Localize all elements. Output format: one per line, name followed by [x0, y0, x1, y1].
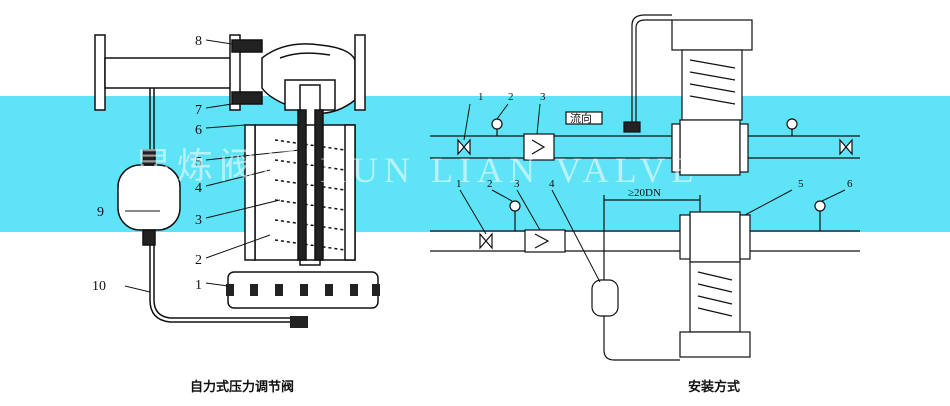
bottom-callout-3: 3	[514, 178, 520, 190]
callout-7: 7	[195, 103, 202, 118]
callout-9: 9	[97, 205, 104, 220]
bottom-callout-6: 6	[847, 178, 853, 190]
callout-8: 8	[195, 34, 202, 49]
right-callout-leaders	[459, 103, 846, 283]
callout-4: 4	[195, 181, 202, 196]
bottom-callout-5: 5	[798, 178, 804, 190]
watermark-cn: 昆炼阀门	[135, 146, 303, 186]
top-callout-1: 1	[478, 91, 484, 103]
bottom-callout-2: 2	[487, 178, 493, 190]
callout-1: 1	[195, 278, 202, 293]
callout-10: 10	[92, 279, 106, 294]
bottom-callout-1: 1	[456, 178, 462, 190]
watermark-en: KUN LIAN VALVE	[320, 150, 699, 190]
top-callout-2: 2	[508, 91, 514, 103]
watermark: 昆炼阀门 KUN LIAN VALVE	[135, 146, 699, 190]
callout-3: 3	[195, 213, 202, 228]
callout-6: 6	[195, 123, 202, 138]
right-callout-numbers: 1 2 3 1 2 3 4 5 6 ≥20DN 流向	[456, 91, 853, 199]
left-callout-leaders	[124, 39, 301, 293]
flow-tag: 流向	[570, 111, 592, 125]
dimension-label: ≥20DN	[628, 187, 661, 199]
regulator-valve-diagram	[94, 34, 380, 328]
left-callout-numbers: 8 7 6 5 4 3 2 1 9 10	[92, 34, 202, 294]
right-diagram-caption: 安装方式	[688, 380, 741, 395]
bottom-callout-4: 4	[549, 178, 555, 190]
top-callout-3: 3	[540, 91, 546, 103]
callout-2: 2	[195, 253, 202, 268]
installation-diagram	[430, 14, 860, 361]
left-diagram-caption: 自力式压力调节阀	[190, 380, 295, 395]
callout-5: 5	[195, 155, 202, 170]
